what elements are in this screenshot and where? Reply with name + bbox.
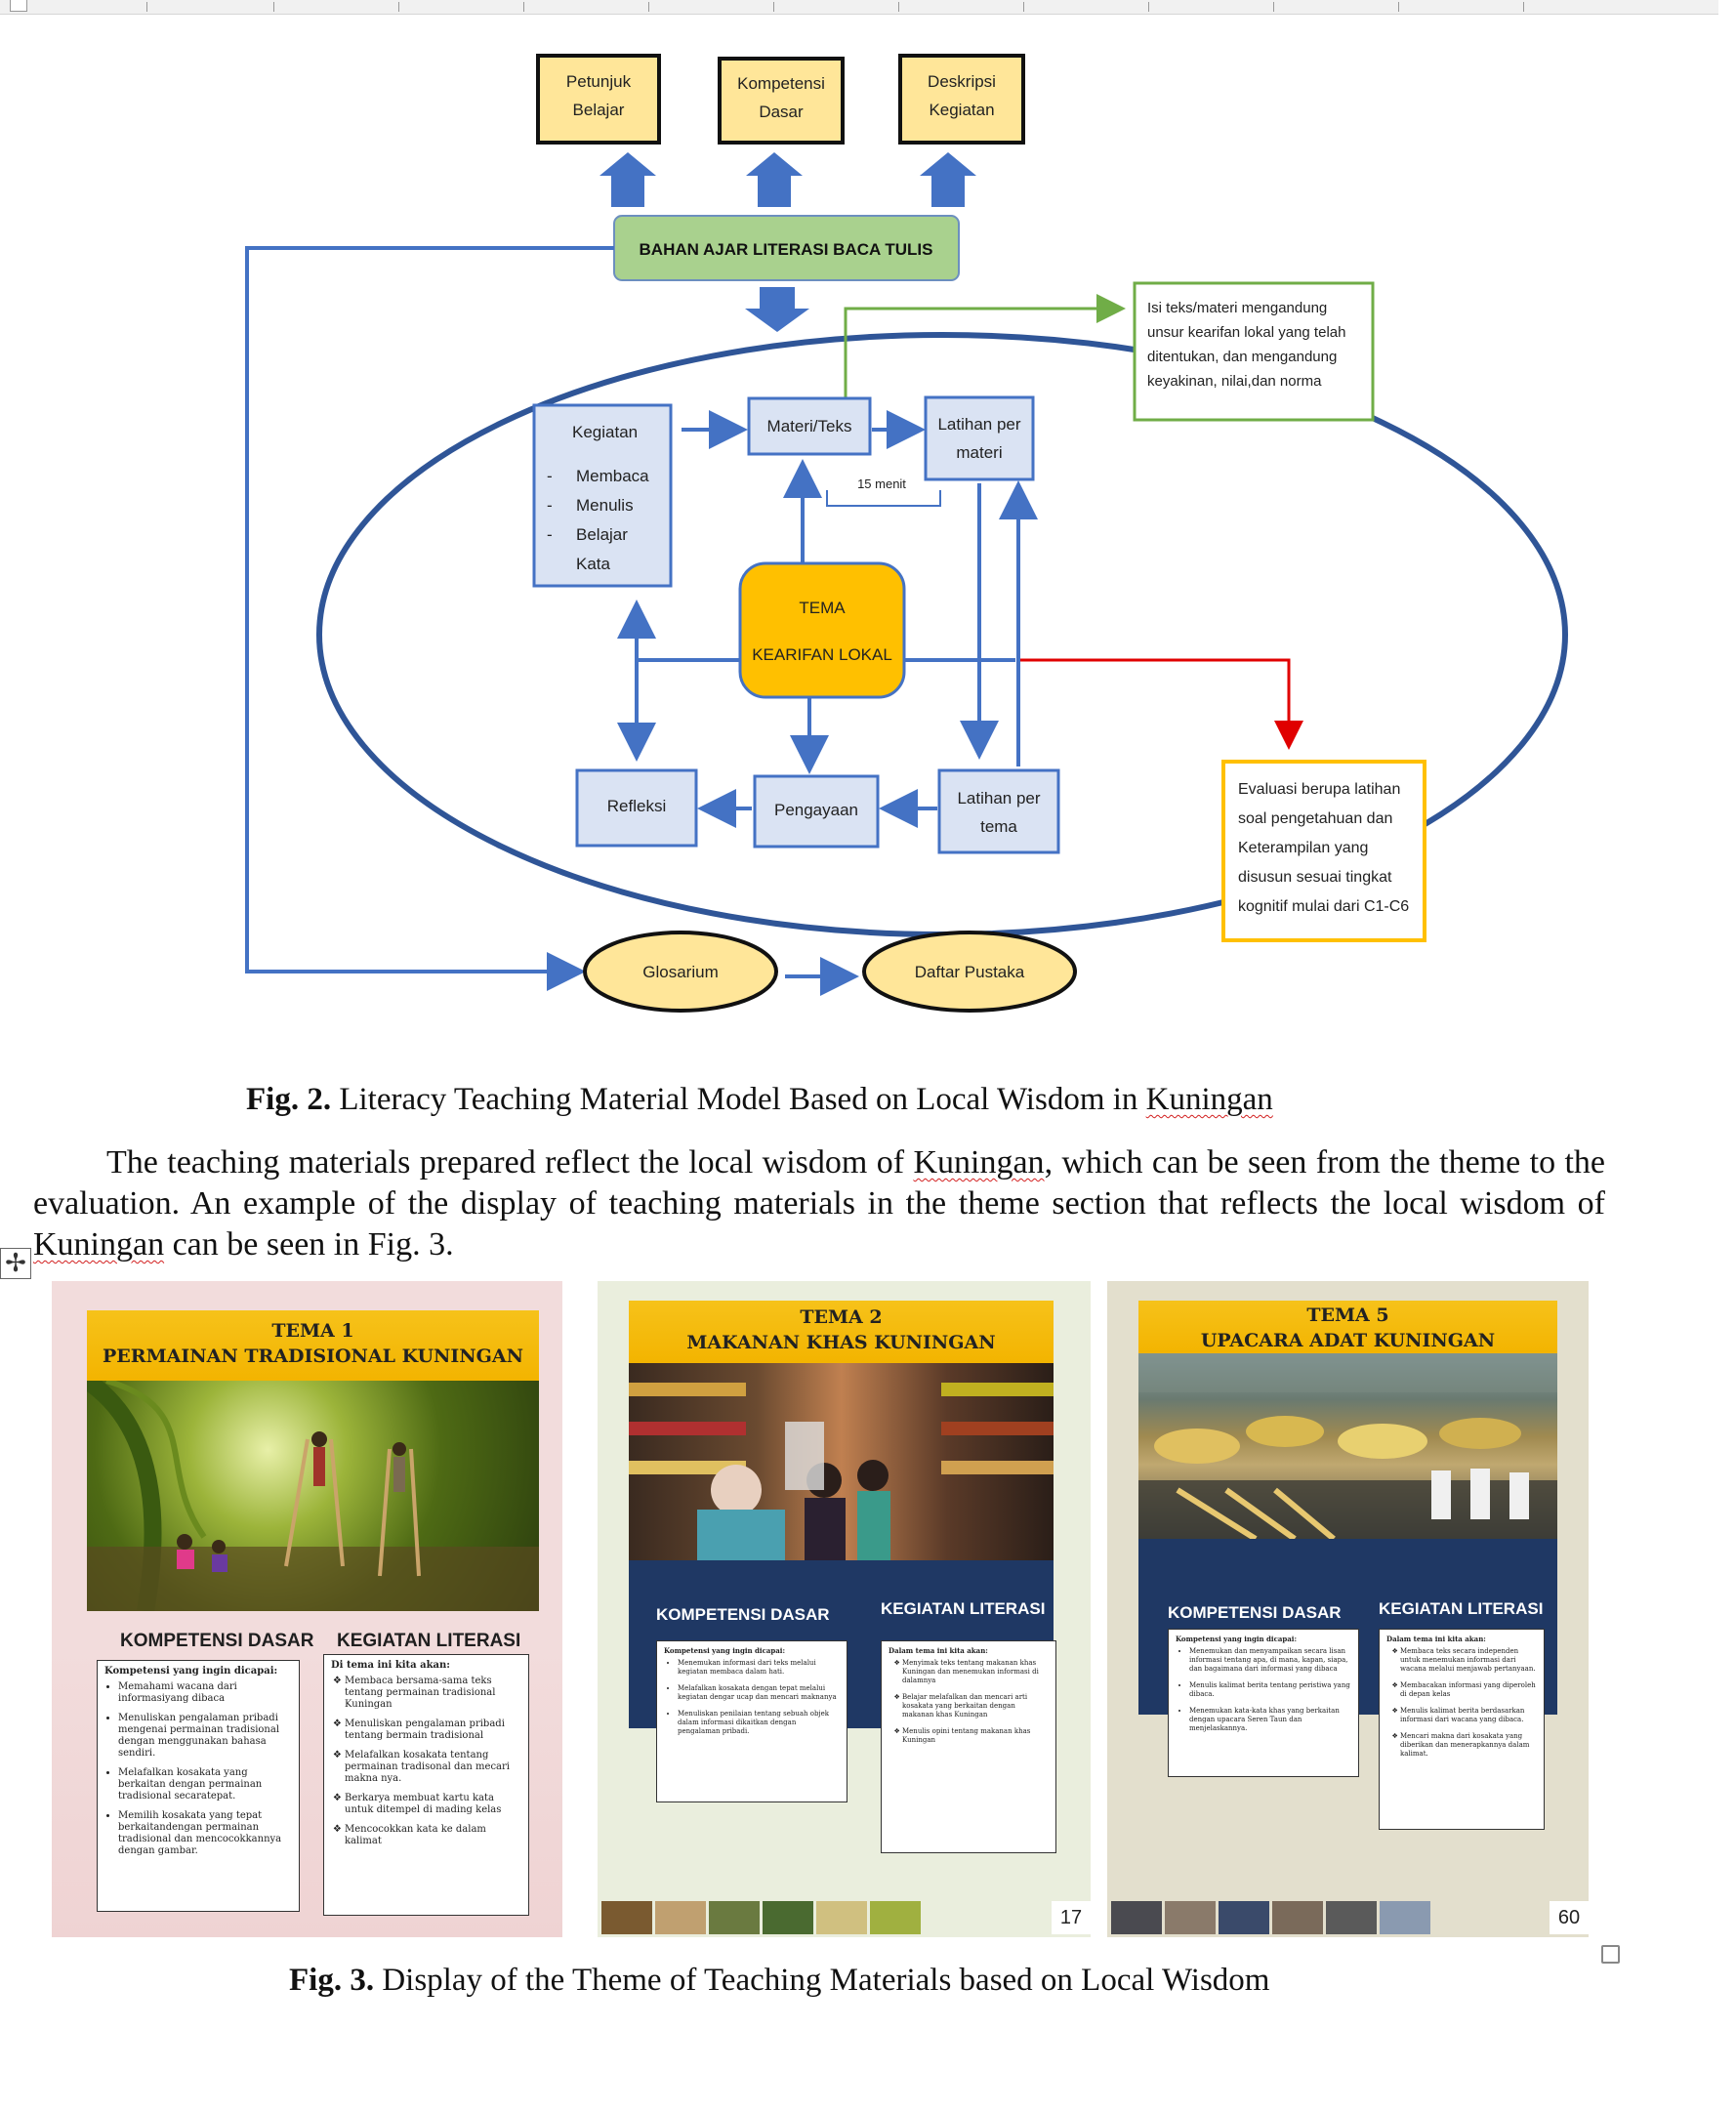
svg-text:-: - <box>547 496 553 515</box>
tema-center: TEMA KEARIFAN LOKAL <box>738 561 906 699</box>
svg-text:disusun sesuai tingkat: disusun sesuai tingkat <box>1238 869 1392 886</box>
top-box-petunjuk-line1: Petunjuk <box>566 72 632 91</box>
svg-text:Kompetensi: Kompetensi <box>737 74 825 93</box>
top-box-kompetensi: Kompetensi Dasar <box>718 57 845 145</box>
green-connector <box>844 294 1126 420</box>
body-paragraph: The teaching materials prepared reflect … <box>33 1144 1606 1263</box>
daftar-pustaka-oval: Daftar Pustaka <box>862 931 1077 1013</box>
top-box-deskripsi: Deskripsi Kegiatan <box>898 54 1025 145</box>
box-materi: Materi/Teks <box>747 396 872 456</box>
card-thumbnail-strip: 60 <box>1107 1898 1589 1937</box>
svg-text:Deskripsi: Deskripsi <box>928 72 996 91</box>
svg-text:Menulis: Menulis <box>576 496 634 515</box>
card-panel-kompetensi: Kompetensi yang ingin dicapai: Menemukan… <box>656 1640 847 1802</box>
box-latihan-materi: Latihan per materi <box>924 395 1035 481</box>
card-section-kompetensi: KOMPETENSI DASAR <box>120 1631 314 1651</box>
down-arrow <box>745 287 809 332</box>
svg-text:Keterampilan yang: Keterampilan yang <box>1238 840 1368 856</box>
note-yellow-box: Evaluasi berupa latihan soal pengetahuan… <box>1221 760 1426 942</box>
card-header: TEMA 5 UPACARA ADAT KUNINGAN <box>1138 1301 1557 1353</box>
fig2-text: Literacy Teaching Material Model Based o… <box>339 1082 1138 1117</box>
duration-bracket: 15 menit <box>826 476 941 507</box>
up-arrow-1 <box>599 152 656 207</box>
ruler-corner-box <box>10 0 27 12</box>
fig3-label: Fig. 3. <box>289 1963 375 1998</box>
theme-card-3: TEMA 5 UPACARA ADAT KUNINGAN KOMPETENSI … <box>1107 1281 1589 1937</box>
svg-text:Membaca: Membaca <box>576 467 649 485</box>
up-arrow-3 <box>920 152 976 207</box>
glosarium-oval: Glosarium <box>583 931 778 1013</box>
svg-text:Daftar Pustaka: Daftar Pustaka <box>915 963 1025 981</box>
card-section-kompetensi: KOMPETENSI DASAR <box>656 1605 830 1624</box>
svg-text:-: - <box>547 467 553 485</box>
svg-text:tema: tema <box>980 817 1017 836</box>
card-photo-traditional-games <box>87 1381 539 1611</box>
svg-text:Evaluasi berupa latihan: Evaluasi berupa latihan <box>1238 781 1400 798</box>
svg-text:Refleksi: Refleksi <box>607 797 666 815</box>
misspelled-word: Kuningan <box>913 1144 1045 1180</box>
left-loop-line <box>245 246 614 991</box>
svg-text:Glosarium: Glosarium <box>642 963 718 981</box>
svg-text:-: - <box>547 525 553 544</box>
svg-text:Kata: Kata <box>576 555 611 573</box>
svg-text:Kegiatan: Kegiatan <box>929 101 994 119</box>
fig3-text: Display of the Theme of Teaching Materia… <box>382 1963 1270 1998</box>
theme-card-2: TEMA 2 MAKANAN KHAS KUNINGAN KOMPETENSI … <box>598 1281 1091 1937</box>
svg-text:Pengayaan: Pengayaan <box>774 801 858 819</box>
card-panel-kegiatan: Dalam tema ini kita akan: Menyimak teks … <box>881 1640 1056 1853</box>
card-section-kegiatan: KEGIATAN LITERASI <box>1379 1599 1544 1618</box>
card-photo-food-shop <box>629 1363 1054 1560</box>
card-panel-kompetensi: Kompetensi yang ingin dicapai: Menemukan… <box>1168 1629 1359 1777</box>
table-resize-handle[interactable] <box>1601 1945 1620 1964</box>
box-latihan-tema: Latihan per tema <box>937 768 1060 854</box>
fig2-label: Fig. 2. <box>246 1082 332 1117</box>
fig2-diagram: Petunjuk Belajar Kompetensi Dasar Deskri… <box>245 54 1568 1013</box>
svg-text:unsur kearifan lokal yang tela: unsur kearifan lokal yang telah <box>1147 324 1345 341</box>
svg-text:Dasar: Dasar <box>759 103 804 121</box>
svg-text:TEMA: TEMA <box>799 599 846 617</box>
card-header: TEMA 2 MAKANAN KHAS KUNINGAN <box>629 1301 1054 1363</box>
fig3-caption: Fig. 3. Display of the Theme of Teaching… <box>289 1963 1269 1999</box>
card-panel-kegiatan: Dalam tema ini kita akan: Membaca teks s… <box>1379 1629 1545 1830</box>
card-page-number: 60 <box>1550 1901 1589 1934</box>
fig2-misspelled-word: Kuningan <box>1145 1082 1273 1117</box>
svg-text:Latihan per: Latihan per <box>957 789 1040 808</box>
svg-text:KEARIFAN LOKAL: KEARIFAN LOKAL <box>752 645 892 664</box>
top-ruler <box>0 0 1718 15</box>
card-thumbnail-strip: 17 <box>598 1898 1091 1937</box>
center-bar-bahan-ajar: BAHAN AJAR LITERASI BACA TULIS <box>613 215 960 281</box>
fig2-caption: Fig. 2. Literacy Teaching Material Model… <box>246 1082 1273 1118</box>
card-page-number: 17 <box>1052 1901 1091 1934</box>
svg-text:Belajar: Belajar <box>576 525 628 544</box>
svg-text:Kegiatan: Kegiatan <box>572 423 638 441</box>
svg-text:Latihan per: Latihan per <box>937 415 1020 434</box>
card-panel-kegiatan: Di tema ini kita akan: Membaca bersama-s… <box>323 1654 529 1916</box>
top-box-petunjuk: Petunjuk Belajar <box>536 54 661 145</box>
svg-text:soal pengetahuan dan: soal pengetahuan dan <box>1238 810 1392 827</box>
svg-text:15 menit: 15 menit <box>857 476 906 491</box>
svg-text:ditentukan, dan mengandung: ditentukan, dan mengandung <box>1147 349 1337 365</box>
card-section-kegiatan: KEGIATAN LITERASI <box>881 1599 1046 1618</box>
card-header: TEMA 1 PERMAINAN TRADISIONAL KUNINGAN <box>87 1310 539 1381</box>
box-pengayaan: Pengayaan <box>753 774 880 849</box>
svg-text:Materi/Teks: Materi/Teks <box>767 417 852 435</box>
misspelled-word: Kuningan <box>33 1226 165 1263</box>
svg-text:materi: materi <box>956 443 1002 462</box>
card-section-kegiatan: KEGIATAN LITERASI <box>337 1631 521 1651</box>
card-panel-kompetensi: Kompetensi yang ingin dicapai: Memahami … <box>97 1660 300 1912</box>
table-move-handle-icon[interactable]: ✢ <box>0 1248 31 1279</box>
up-arrow-2 <box>746 152 803 207</box>
card-photo-ceremony <box>1138 1353 1557 1539</box>
card-section-kompetensi: KOMPETENSI DASAR <box>1168 1603 1342 1622</box>
top-box-petunjuk-line2: Belajar <box>573 101 625 119</box>
svg-text:Isi teks/materi mengandung: Isi teks/materi mengandung <box>1147 300 1327 316</box>
note-green-box: Isi teks/materi mengandung unsur kearifa… <box>1133 281 1375 422</box>
red-connector <box>1020 658 1303 750</box>
box-refleksi: Refleksi <box>575 768 698 848</box>
svg-text:BAHAN AJAR LITERASI BACA TULIS: BAHAN AJAR LITERASI BACA TULIS <box>640 240 933 259</box>
svg-text:kognitif mulai dari C1-C6: kognitif mulai dari C1-C6 <box>1238 898 1409 915</box>
svg-text:keyakinan, nilai,dan norma: keyakinan, nilai,dan norma <box>1147 373 1322 390</box>
theme-card-1: TEMA 1 PERMAINAN TRADISIONAL KUNINGAN KO… <box>52 1281 562 1937</box>
box-kegiatan: Kegiatan - Membaca - Menulis - Belajar Kata <box>532 403 673 588</box>
